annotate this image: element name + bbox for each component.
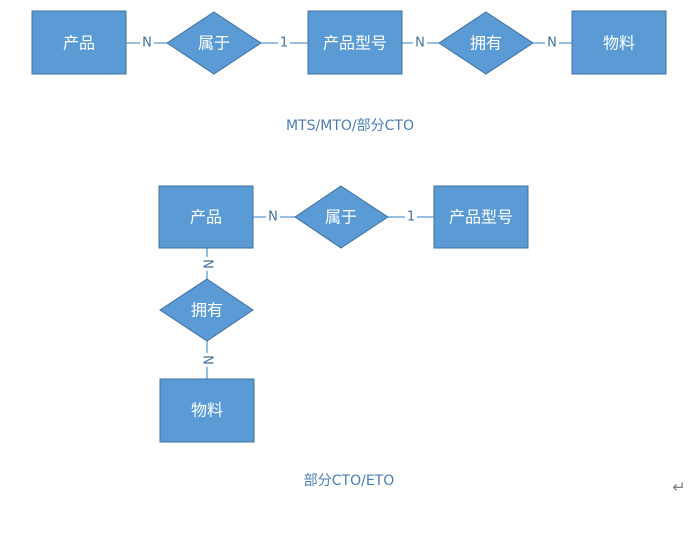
entity-product-label: 产品 [63, 34, 95, 53]
cardinality-product-belongs: N [142, 36, 152, 51]
relation-belongs-to[interactable]: 属于 [166, 11, 262, 75]
entity-material-2[interactable]: 物料 [159, 378, 255, 443]
entity-material-2-label: 物料 [191, 401, 223, 420]
cardinality-belongs-model-2: 1 [407, 210, 415, 225]
entity-product-model-label: 产品型号 [323, 34, 387, 53]
paragraph-mark-icon: ↵ [672, 478, 685, 497]
cardinality-product-belongs-2: N [268, 210, 278, 225]
entity-material[interactable]: 物料 [571, 10, 667, 75]
relation-has[interactable]: 拥有 [438, 11, 534, 75]
entity-product[interactable]: 产品 [31, 10, 127, 75]
er-diagram-2: 产品 产品型号 物料 属于 拥有 N 1 N N [158, 185, 529, 489]
cardinality-model-has: N [415, 36, 425, 51]
cardinality-belongs-model: 1 [280, 36, 288, 51]
diagram2-cardinalities: N 1 N N [199, 209, 417, 367]
entity-product-model-2[interactable]: 产品型号 [433, 185, 529, 249]
entity-material-label: 物料 [603, 34, 635, 53]
relation-belongs-to-2[interactable]: 属于 [294, 185, 389, 249]
entity-product-2[interactable]: 产品 [158, 185, 254, 249]
cardinality-has-material: N [547, 36, 557, 51]
diagram1-cardinalities: N 1 N N [140, 35, 559, 51]
entity-product-model-2-label: 产品型号 [449, 208, 513, 227]
entity-product-2-label: 产品 [190, 208, 222, 227]
cardinality-has-material-2: N [200, 355, 215, 365]
entity-product-model[interactable]: 产品型号 [307, 10, 403, 75]
diagram1-caption: MTS/MTO/部分CTO [286, 118, 414, 134]
er-diagram-1: 产品 产品型号 物料 属于 拥有 N 1 N N [31, 10, 667, 134]
relation-has-2-label: 拥有 [191, 301, 223, 320]
relation-has-label: 拥有 [470, 34, 502, 53]
relation-belongs-to-label: 属于 [198, 34, 230, 53]
diagram2-caption: 部分CTO/ETO [304, 473, 394, 489]
cardinality-product-has-2: N [200, 259, 215, 269]
relation-has-2[interactable]: 拥有 [159, 278, 254, 342]
relation-belongs-to-2-label: 属于 [325, 208, 357, 227]
